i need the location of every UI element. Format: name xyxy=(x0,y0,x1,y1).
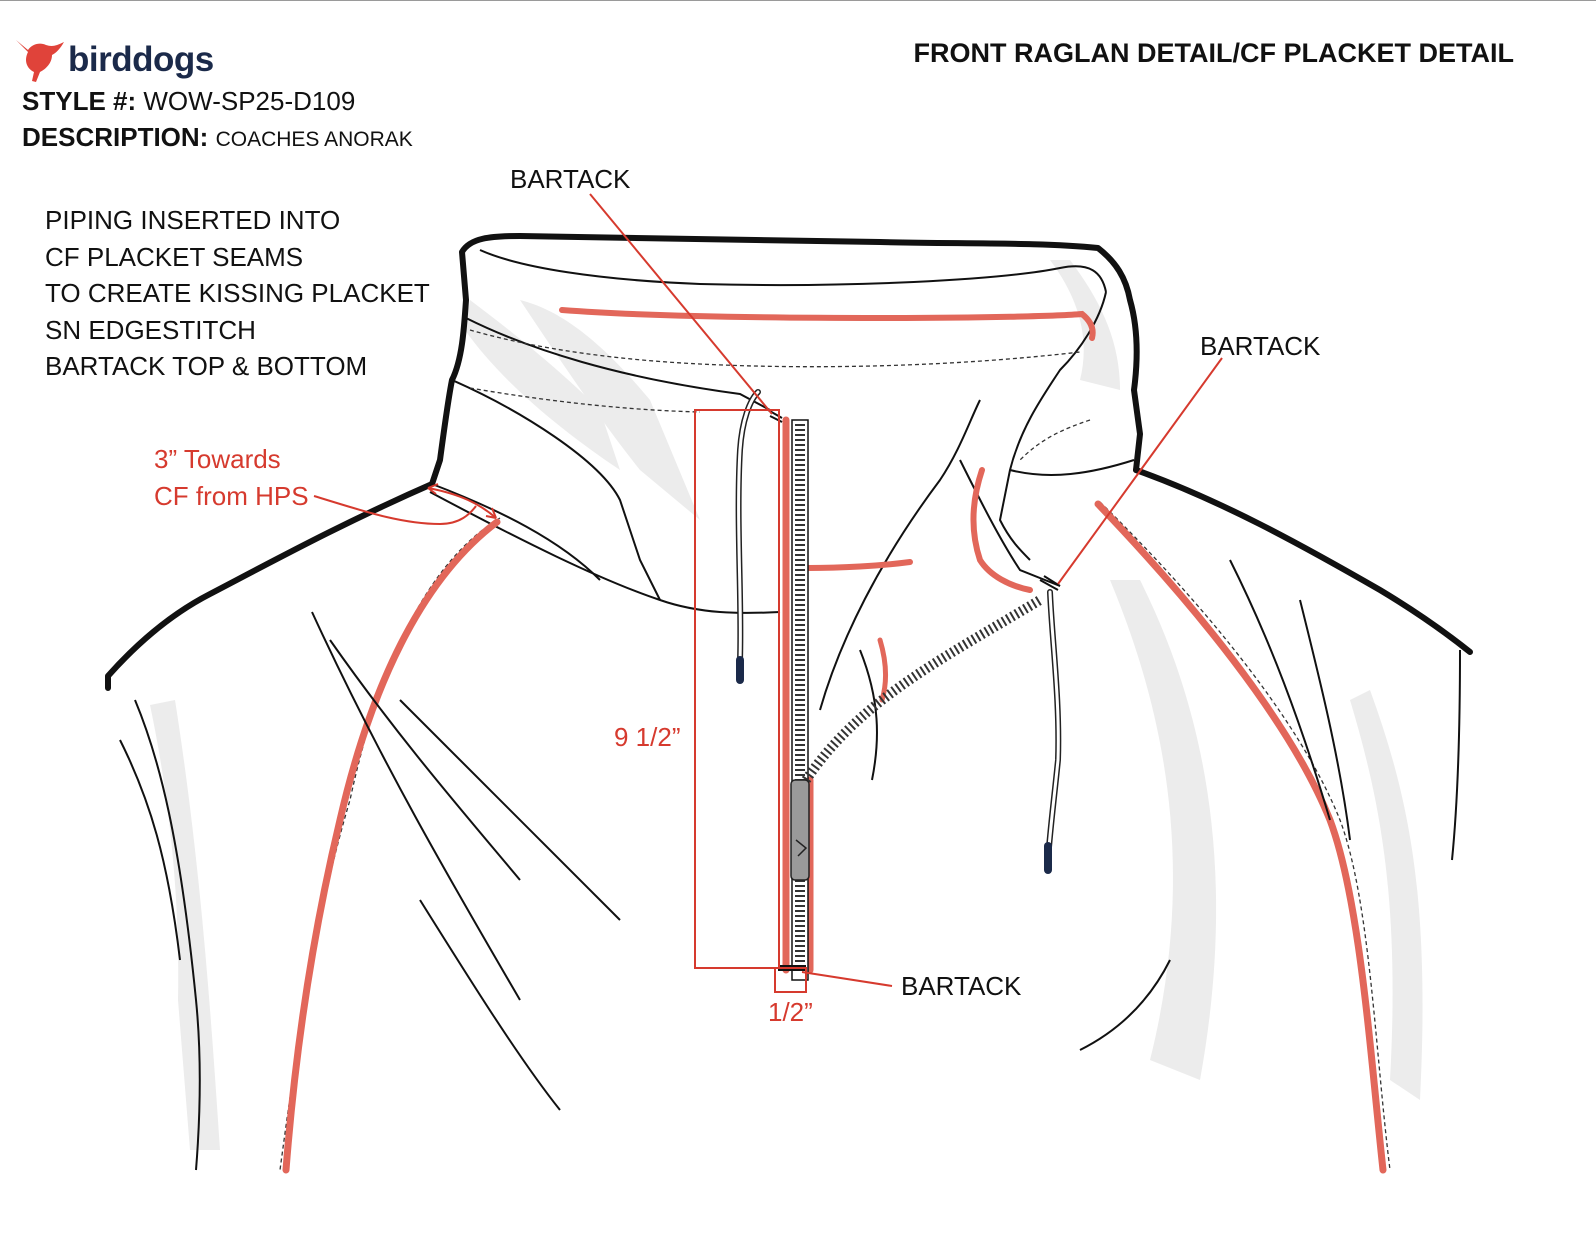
description-value: COACHES ANORAK xyxy=(215,128,413,151)
piping xyxy=(282,307,1387,1174)
right-body-fold xyxy=(1079,959,1171,1051)
shade-right-body xyxy=(1110,580,1217,1080)
hps-dimension-arc xyxy=(427,487,497,519)
note-line: TO CREATE KISSING PLACKET xyxy=(45,278,430,309)
zipper xyxy=(790,419,1043,981)
style-value: WOW-SP25-D109 xyxy=(143,86,356,116)
piping-collar-right xyxy=(970,467,1033,593)
left-fold-4 xyxy=(399,699,621,921)
piping-collar xyxy=(559,307,1096,341)
shade-right-sleeve xyxy=(1350,690,1423,1100)
topstitch-right xyxy=(1019,419,1091,461)
right-shoulder-outline xyxy=(1133,467,1473,655)
topstitch-left-raglan xyxy=(279,517,501,1171)
zipper-slider xyxy=(790,779,810,881)
dimensions xyxy=(313,193,1223,993)
bird-logo-icon xyxy=(16,40,64,82)
top-border xyxy=(0,0,1596,1)
piping-neck xyxy=(805,559,913,571)
sheet-title: FRONT RAGLAN DETAIL/CF PLACKET DETAIL xyxy=(913,38,1514,68)
placket-length-box xyxy=(694,409,780,969)
left-fold-3 xyxy=(419,899,561,1111)
construction-notes: PIPING INSERTED INTO CF PLACKET SEAMS TO… xyxy=(45,202,430,385)
piping-front-left xyxy=(877,637,889,703)
callout-placket-width: 1/2” xyxy=(768,997,813,1027)
left-fold-2 xyxy=(329,639,521,881)
brand-name: birddogs xyxy=(68,40,214,79)
callout-bartack-top: BARTACK xyxy=(510,164,631,194)
front-opening xyxy=(819,399,981,711)
left-body-line xyxy=(119,739,181,961)
left-underarm xyxy=(134,699,201,1171)
bartacks xyxy=(767,409,1061,971)
description: DESCRIPTION: COACHES ANORAK xyxy=(22,122,413,153)
placket-width-box xyxy=(774,967,807,993)
leader-bartack-bottom xyxy=(801,971,893,987)
topstitch-right-raglan xyxy=(1099,501,1391,1171)
leader-bartack-right xyxy=(1057,357,1223,585)
bartack-right-mark xyxy=(1039,575,1061,591)
callout-hps-line1: 3” Towards xyxy=(154,444,281,474)
collar-details xyxy=(429,249,1135,781)
zipper-pull-logo xyxy=(795,839,808,857)
leader-bartack-top xyxy=(589,193,773,415)
note-line: CF PLACKET SEAMS xyxy=(45,241,304,272)
callout-hps-line2: CF from HPS xyxy=(154,481,309,511)
collar-band-left xyxy=(431,483,601,581)
note-line: BARTACK TOP & BOTTOM xyxy=(45,351,368,382)
collar-right-flap xyxy=(959,459,1061,587)
shading xyxy=(150,260,1423,1150)
topstitch-collar xyxy=(469,329,1081,368)
callout-bartack-bottom: BARTACK xyxy=(901,971,1022,1001)
right-sleeve-edge xyxy=(1451,649,1461,861)
zipper-teeth-open xyxy=(801,595,1043,783)
callout-bartack-right: BARTACK xyxy=(1200,331,1321,361)
bird-logo-shape xyxy=(16,40,64,82)
left-fold-1 xyxy=(311,611,521,1001)
neck-band xyxy=(429,491,781,614)
callout-placket-length: 9 1/2” xyxy=(614,722,681,752)
collar-stand-front xyxy=(451,379,661,601)
hps-arrowhead-right xyxy=(485,507,497,519)
shade-collar-right xyxy=(1050,260,1120,390)
shade-left-sleeve xyxy=(150,700,220,1150)
collar-right-band xyxy=(1009,459,1135,476)
right-fold-1 xyxy=(1229,559,1331,821)
collar-right-fold xyxy=(998,291,1107,561)
hps-arrowhead-left xyxy=(427,483,439,495)
note-line: SN EDGESTITCH xyxy=(45,314,256,345)
stitch-lines xyxy=(279,329,1391,1171)
style-number: STYLE #: WOW-SP25-D109 xyxy=(22,86,355,117)
collar-fold xyxy=(465,317,771,411)
style-label: STYLE #: xyxy=(22,86,137,116)
note-line: PIPING INSERTED INTO xyxy=(45,205,341,235)
left-shoulder-outline xyxy=(105,481,435,691)
hps-leader xyxy=(313,495,477,526)
body-outline xyxy=(105,233,1473,691)
bartack-bottom-mark xyxy=(778,965,806,971)
shade-collar-left xyxy=(465,300,620,470)
shade-collar-inner xyxy=(520,300,700,520)
placket-edge xyxy=(859,649,878,781)
piping-left-raglan xyxy=(282,518,501,1174)
collar-inner-top xyxy=(479,249,1107,293)
description-label: DESCRIPTION: xyxy=(22,122,209,152)
topstitch-fold xyxy=(469,387,701,413)
right-fold-2 xyxy=(1299,599,1351,841)
collar-outline xyxy=(429,233,1143,487)
body-lines xyxy=(119,559,1461,1171)
drawcord-right-inner xyxy=(1046,590,1060,862)
